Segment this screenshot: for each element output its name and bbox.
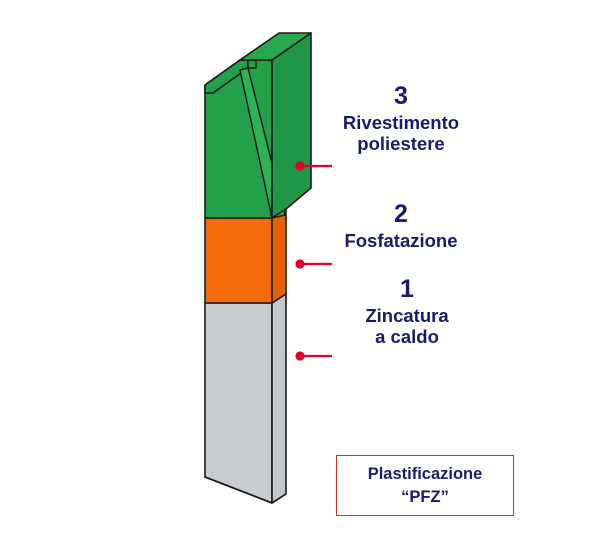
layer-name-3-line1: Rivestimento [342,111,460,133]
layer-number-1: 1 [400,275,414,303]
legend-line-1: Plastificazione [367,465,483,484]
leader-dot-1 [295,351,305,361]
leader-dot-3 [295,161,305,171]
layer-name-3-line2: poliestere [357,133,445,155]
leader-line-3 [295,161,332,171]
legend-line-2: “PFZ” [401,487,449,506]
fosfatazione-front-face [204,217,273,304]
leader-dot-2 [295,259,305,269]
zincatura-front-face [204,302,273,504]
layer-name-1-line2: a caldo [375,326,439,348]
rivestimento-fold-cap [247,59,257,69]
fosfatazione-side-face [271,208,287,304]
legend-box: Plastificazione “PFZ” [336,455,514,516]
panel-bottom-edge [204,476,287,504]
rivestimento-top-cap [239,32,312,61]
layer-shape-rivestimento [204,32,312,219]
rivestimento-side-face [271,32,312,219]
leader-line-1 [295,351,332,361]
layer-shape-zincatura [204,293,287,504]
layer-number-3: 3 [394,82,408,110]
layer-label-2: 2 Fosfatazione [316,200,486,251]
layer-label-1: 1 Zincatura a caldo [342,275,472,348]
layer-number-2: 2 [394,200,408,228]
layer-name-2-line1: Fosfatazione [344,229,458,251]
zincatura-side-face [271,293,287,504]
layer-name-1-line1: Zincatura [365,304,449,326]
leader-line-2 [295,259,332,269]
layer-shape-fosfatazione [204,208,287,304]
layer-label-3: 3 Rivestimento poliestere [316,82,486,155]
